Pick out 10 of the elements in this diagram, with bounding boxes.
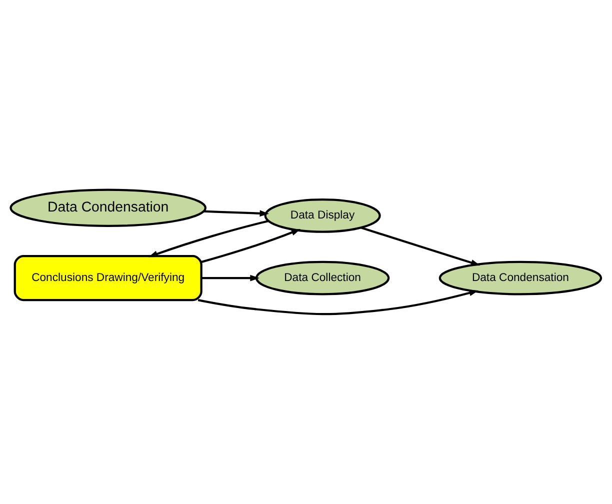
arrow: [198, 290, 478, 316]
arrow: [204, 210, 270, 217]
arrow: [360, 226, 480, 266]
arrow: [201, 228, 301, 263]
node-ellipse: Data Collection: [255, 260, 390, 296]
node-box: Conclusions Drawing/Verifying: [14, 255, 202, 302]
node-ellipse: Data Display: [264, 198, 381, 233]
arrow: [202, 274, 260, 282]
arrow: [148, 220, 269, 258]
node-ellipse: Data Condensation: [10, 188, 207, 227]
